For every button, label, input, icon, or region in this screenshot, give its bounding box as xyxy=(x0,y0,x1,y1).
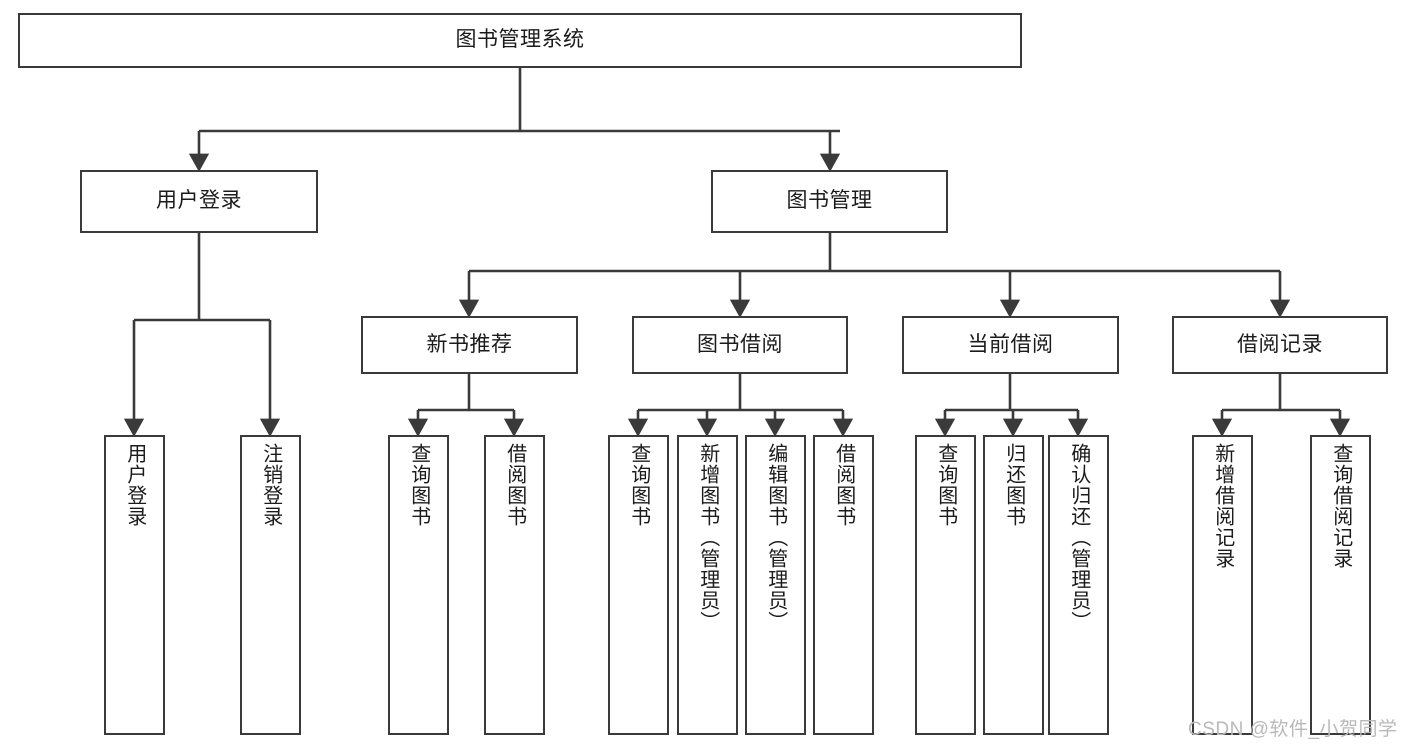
node-leaf-add-book[interactable]: 新增图书（管理员） xyxy=(677,435,738,735)
node-book-manage[interactable]: 图书管理 xyxy=(711,170,948,233)
node-leaf-return-book[interactable]: 归还图书 xyxy=(983,435,1044,735)
node-leaf-add-record[interactable]: 新增借阅记录 xyxy=(1192,435,1253,735)
node-current-borrow-label: 当前借阅 xyxy=(967,332,1054,356)
node-leaf-query-book-2[interactable]: 查询图书 xyxy=(608,435,669,735)
node-leaf-user-login[interactable]: 用户登录 xyxy=(104,435,165,735)
node-leaf-borrow-book-1-label: 借阅图书 xyxy=(503,443,526,527)
node-leaf-logout-login-label: 注销登录 xyxy=(259,443,282,527)
node-leaf-add-record-label: 新增借阅记录 xyxy=(1211,443,1234,569)
node-leaf-query-record[interactable]: 查询借阅记录 xyxy=(1310,435,1371,735)
node-leaf-borrow-book-2[interactable]: 借阅图书 xyxy=(813,435,874,735)
node-leaf-query-book-3-label: 查询图书 xyxy=(934,443,957,527)
node-leaf-query-book-2-label: 查询图书 xyxy=(627,443,650,527)
node-leaf-confirm-return-label: 确认归还（管理员） xyxy=(1067,443,1090,632)
node-leaf-user-login-label: 用户登录 xyxy=(123,443,146,527)
node-leaf-logout-login[interactable]: 注销登录 xyxy=(240,435,301,735)
node-borrow-record[interactable]: 借阅记录 xyxy=(1172,316,1388,374)
node-leaf-borrow-book-2-label: 借阅图书 xyxy=(832,443,855,527)
node-book-borrow[interactable]: 图书借阅 xyxy=(632,316,848,374)
node-leaf-add-book-label: 新增图书（管理员） xyxy=(696,443,719,632)
node-leaf-query-book-1[interactable]: 查询图书 xyxy=(388,435,449,735)
node-new-book-recommend[interactable]: 新书推荐 xyxy=(361,316,578,374)
node-leaf-return-book-label: 归还图书 xyxy=(1002,443,1025,527)
node-book-manage-label: 图书管理 xyxy=(786,189,873,213)
node-user-login-label: 用户登录 xyxy=(156,189,242,213)
node-leaf-confirm-return[interactable]: 确认归还（管理员） xyxy=(1048,435,1109,735)
node-root[interactable]: 图书管理系统 xyxy=(18,13,1022,68)
node-current-borrow[interactable]: 当前借阅 xyxy=(902,316,1119,374)
node-book-borrow-label: 图书借阅 xyxy=(697,332,783,356)
node-root-label: 图书管理系统 xyxy=(455,28,585,52)
node-leaf-query-book-1-label: 查询图书 xyxy=(407,443,430,527)
node-leaf-query-book-3[interactable]: 查询图书 xyxy=(915,435,976,735)
node-user-login[interactable]: 用户登录 xyxy=(80,170,318,233)
node-leaf-query-record-label: 查询借阅记录 xyxy=(1329,443,1352,569)
node-borrow-record-label: 借阅记录 xyxy=(1237,332,1323,356)
node-leaf-edit-book-label: 编辑图书（管理员） xyxy=(764,443,787,632)
node-leaf-borrow-book-1[interactable]: 借阅图书 xyxy=(484,435,545,735)
node-new-book-recommend-label: 新书推荐 xyxy=(426,332,513,356)
node-leaf-edit-book[interactable]: 编辑图书（管理员） xyxy=(745,435,806,735)
